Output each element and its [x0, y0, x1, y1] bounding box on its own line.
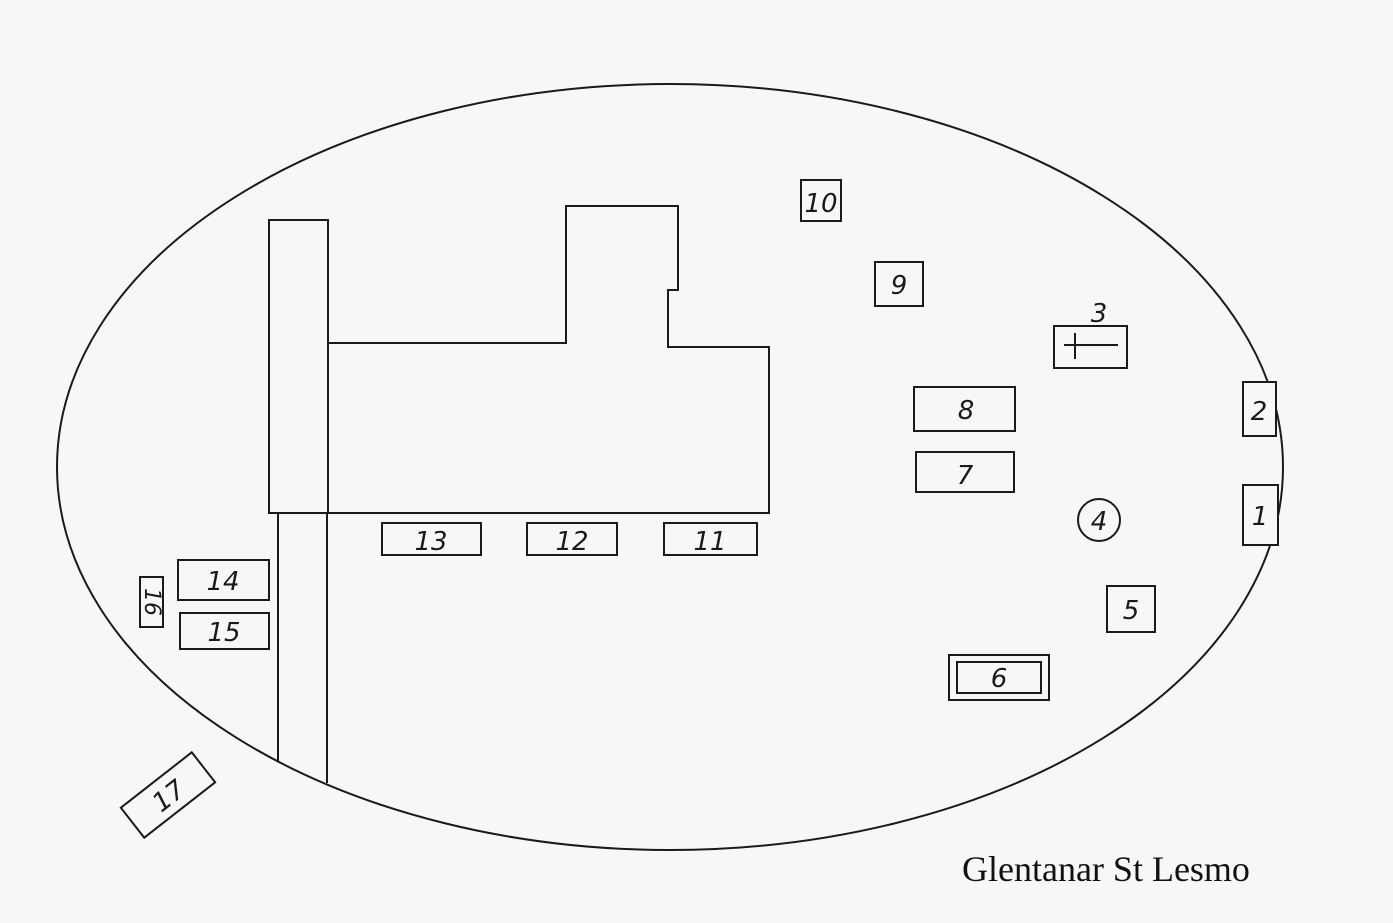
plot-5[interactable]: 5	[1106, 585, 1156, 633]
plot-label: 4	[1091, 507, 1108, 537]
plot-label: 14	[206, 567, 239, 597]
plot-16[interactable]: 16	[139, 576, 164, 628]
plot-label: 6	[991, 664, 1008, 694]
plot-label: 8	[958, 396, 975, 426]
plot-1[interactable]: 1	[1242, 484, 1279, 546]
plot-label: 1	[1252, 502, 1269, 532]
plot-14[interactable]: 14	[177, 559, 270, 601]
plot-3[interactable]: 3	[1053, 299, 1128, 369]
church-building	[328, 205, 770, 514]
plot-label: 5	[1123, 596, 1140, 626]
churchyard-boundary	[56, 83, 1284, 851]
plot-label: 10	[804, 189, 837, 219]
plot-10[interactable]: 10	[800, 179, 842, 222]
plot-7[interactable]: 7	[915, 451, 1015, 493]
plot-9[interactable]: 9	[874, 261, 924, 307]
plot-13[interactable]: 13	[381, 522, 482, 557]
plot-label: 11	[693, 527, 726, 557]
plot-8[interactable]: 8	[913, 386, 1016, 432]
plot-12[interactable]: 12	[526, 522, 618, 557]
plot-label: 15	[207, 618, 240, 648]
path	[277, 513, 328, 783]
diagram-caption: Glentanar St Lesmo	[962, 849, 1250, 889]
plot-label: 7	[957, 461, 974, 491]
plot-17[interactable]: 17	[119, 750, 217, 840]
plot-11[interactable]: 11	[663, 522, 758, 557]
plot-label: 16	[139, 588, 164, 616]
church-west-wing	[268, 219, 329, 514]
plot-6[interactable]: 6	[948, 654, 1050, 701]
plot-label: 3	[1091, 299, 1108, 329]
plot-2[interactable]: 2	[1242, 381, 1277, 437]
plot-15[interactable]: 15	[179, 612, 270, 650]
plot-label: 12	[555, 527, 588, 557]
plot-label: 2	[1251, 397, 1268, 427]
plot-label: 9	[891, 271, 908, 301]
plot-label: 13	[414, 527, 447, 557]
plot-4[interactable]: 4	[1077, 498, 1121, 542]
